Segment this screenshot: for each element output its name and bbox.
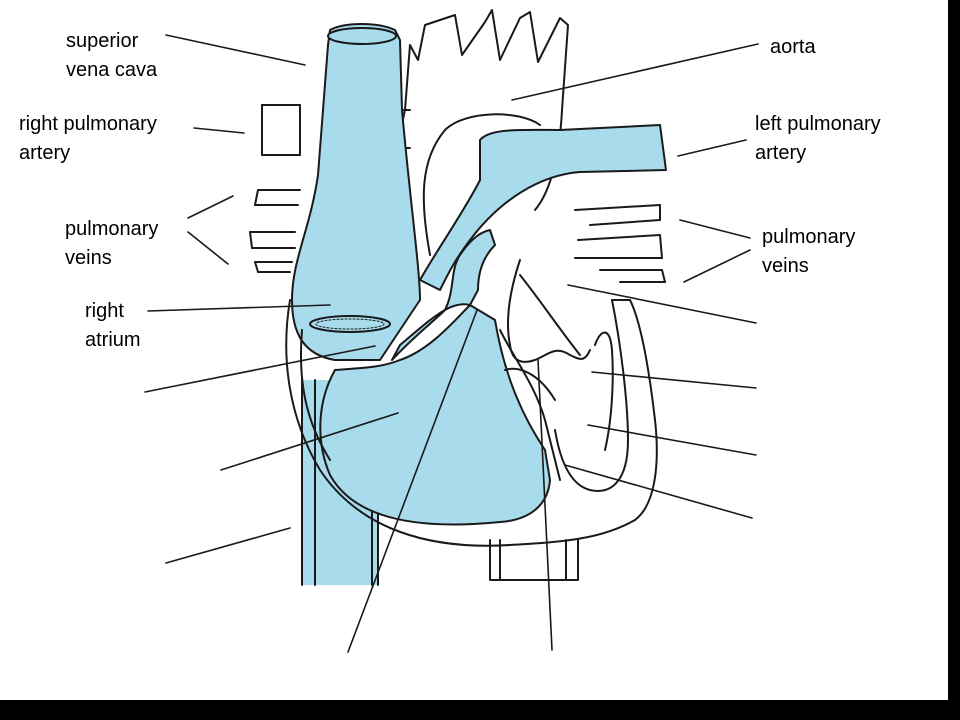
- right-side-pulmonary-veins-vessel: [574, 204, 666, 283]
- pointer-left-pulmonary-artery: [677, 139, 747, 157]
- label-superior-vena-cava: superior vena cava: [66, 30, 158, 81]
- pointer-unlabeled-1: [144, 345, 376, 393]
- left-side-pulmonary-veins-vessel: [249, 189, 301, 273]
- pointer-unlabeled-5: [537, 359, 553, 651]
- superior-vena-cava-vessel: [291, 23, 421, 361]
- pointer-unlabeled-8: [587, 424, 757, 456]
- pointer-right-pulmonary-artery: [193, 127, 245, 134]
- label-pulmonary-veins-left: pulmonary veins: [65, 218, 159, 269]
- label-right-pulmonary-artery: right pulmonary artery: [19, 113, 157, 164]
- pointer-pulmonary-veins-left-b: [187, 231, 229, 265]
- pointer-aorta: [511, 43, 759, 101]
- pointer-unlabeled-7: [591, 371, 757, 389]
- heart-diagram: [144, 9, 759, 653]
- pointer-unlabeled-4: [347, 309, 478, 653]
- pointer-pulmonary-veins-left-a: [187, 195, 234, 219]
- pulmonary-trunk: [391, 229, 496, 361]
- pointer-pulmonary-veins-right-b: [683, 249, 751, 283]
- pointer-superior-vena-cava: [165, 34, 306, 66]
- slide-canvas: superior vena cava aorta right pulmonary…: [0, 0, 948, 700]
- valve-ring: [309, 315, 391, 333]
- pointer-right-atrium: [147, 304, 331, 312]
- pointer-unlabeled-9: [564, 464, 753, 519]
- pointer-unlabeled-2: [220, 412, 399, 471]
- left-pulmonary-artery-vessel: [419, 124, 667, 291]
- label-right-atrium: right atrium: [85, 300, 141, 351]
- label-aorta: aorta: [770, 36, 816, 58]
- descending-aorta: [489, 539, 579, 581]
- label-pulmonary-veins-right: pulmonary veins: [762, 226, 856, 277]
- left-heart-chambers: [499, 259, 614, 481]
- pointer-unlabeled-6: [567, 284, 757, 324]
- heart-outer-wall: [285, 299, 658, 547]
- pointer-unlabeled-3: [165, 527, 291, 564]
- pointer-lines: [144, 34, 759, 653]
- label-left-pulmonary-artery: left pulmonary artery: [755, 113, 881, 164]
- pointer-pulmonary-veins-right-a: [679, 219, 751, 239]
- right-ventricle: [319, 304, 551, 526]
